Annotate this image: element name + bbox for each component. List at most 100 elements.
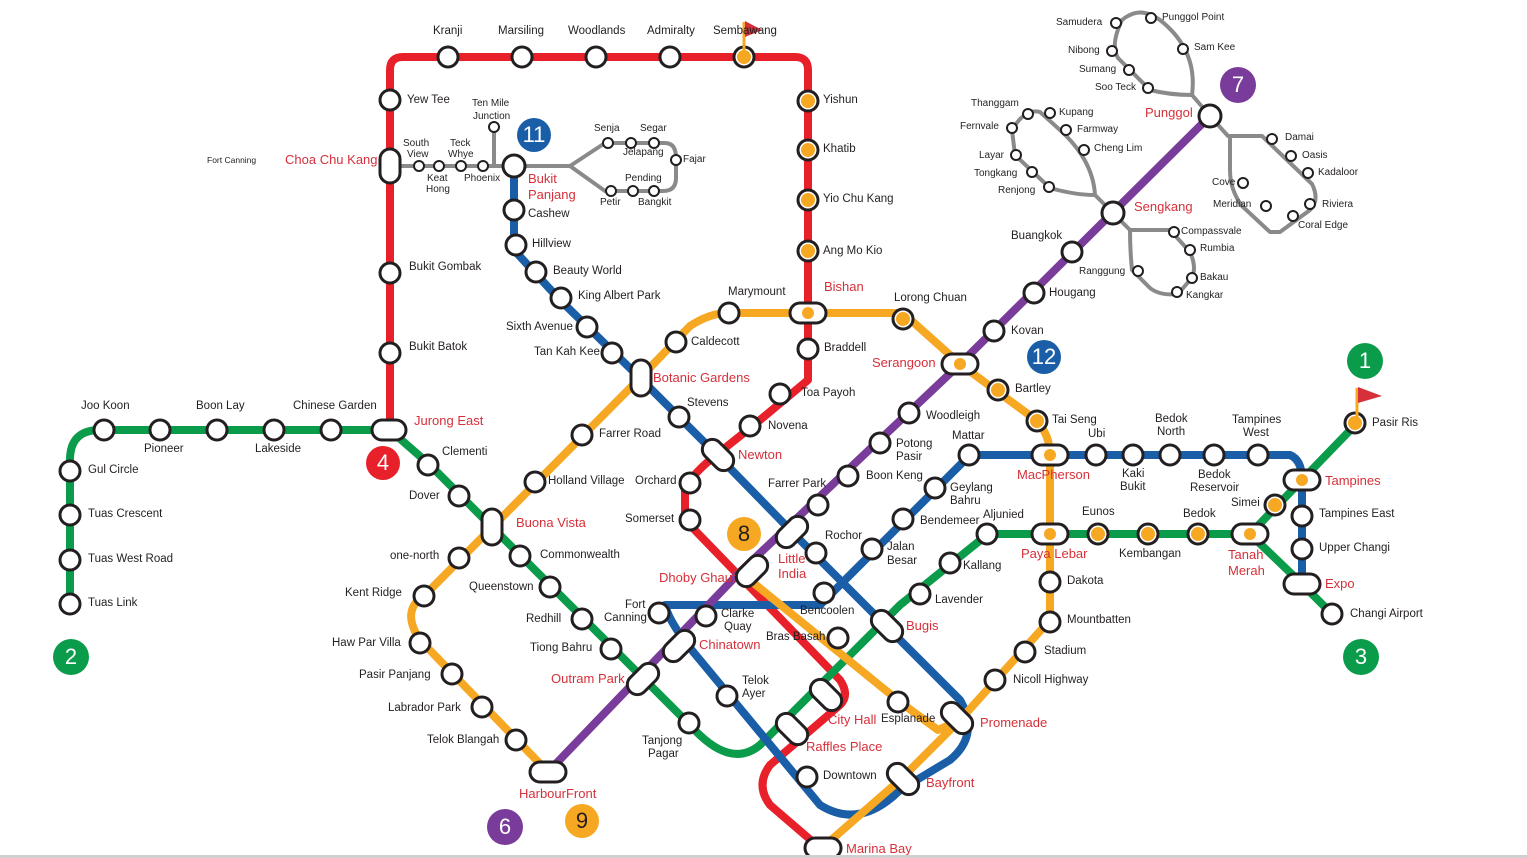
station-label-gul-circle[interactable]: Gul Circle <box>88 464 139 476</box>
station-label-bedok-north[interactable]: Bedok <box>1155 413 1188 425</box>
station-label-tai-seng[interactable]: Tai Seng <box>1052 414 1097 426</box>
station-label-kangkar[interactable]: Kangkar <box>1186 290 1224 301</box>
station-label-tanjong-pagar[interactable]: Tanjong <box>642 735 683 747</box>
station-label-buona-vista[interactable]: Buona Vista <box>516 515 586 530</box>
station-label-lakeside[interactable]: Lakeside <box>255 443 302 455</box>
station-label-bedok-north-2[interactable]: North <box>1157 426 1186 438</box>
station-label-kadaloor[interactable]: Kadaloor <box>1318 167 1359 178</box>
station-label-keat-hong[interactable]: Keat <box>427 173 448 184</box>
station-label-bedok[interactable]: Bedok <box>1183 508 1216 520</box>
station-label-kovan[interactable]: Kovan <box>1011 325 1044 337</box>
station-label-renjong[interactable]: Renjong <box>998 185 1036 196</box>
station-label-beauty-world[interactable]: Beauty World <box>553 265 622 277</box>
station-label-ranggung[interactable]: Ranggung <box>1079 266 1126 277</box>
station-label-clarke-quay[interactable]: Clarke <box>721 608 755 620</box>
station-label-bugis[interactable]: Bugis <box>906 618 939 633</box>
station-label-farmway[interactable]: Farmway <box>1077 124 1119 135</box>
station-label-bedok-reservoir[interactable]: Bedok <box>1198 469 1231 481</box>
station-label-bendemeer[interactable]: Bendemeer <box>920 515 980 527</box>
station-label-yio-chu-kang[interactable]: Yio Chu Kang <box>823 193 894 205</box>
station-label-keat-hong-2[interactable]: Hong <box>426 184 450 195</box>
station-label-kranji[interactable]: Kranji <box>433 25 463 37</box>
station-label-sixth-avenue[interactable]: Sixth Avenue <box>506 321 573 333</box>
station-label-simei[interactable]: Simei <box>1231 497 1260 509</box>
station-label-punggol[interactable]: Punggol <box>1145 105 1193 120</box>
station-label-layar[interactable]: Layar <box>979 150 1005 161</box>
station-label-marina-bay[interactable]: Marina Bay <box>846 841 912 856</box>
station-label-expo[interactable]: Expo <box>1325 576 1355 591</box>
station-label-orchard[interactable]: Orchard <box>635 475 677 487</box>
station-label-bakau[interactable]: Bakau <box>1200 272 1229 283</box>
station-label-rumbia[interactable]: Rumbia <box>1200 243 1235 254</box>
station-label-nicoll-highway[interactable]: Nicoll Highway <box>1013 674 1089 686</box>
station-label-sumang[interactable]: Sumang <box>1079 64 1117 75</box>
station-label-bartley[interactable]: Bartley <box>1015 383 1051 395</box>
station-label-dakota[interactable]: Dakota <box>1067 575 1104 587</box>
station-label-meridian[interactable]: Meridian <box>1213 199 1252 210</box>
station-label-potong-pasir-2[interactable]: Pasir <box>896 451 923 463</box>
station-label-holland-village[interactable]: Holland Village <box>548 475 625 487</box>
station-label-upper-changi[interactable]: Upper Changi <box>1319 542 1390 554</box>
station-label-kallang[interactable]: Kallang <box>963 560 1002 572</box>
station-label-telok-ayer-2[interactable]: Ayer <box>742 688 766 700</box>
station-label-coral-edge[interactable]: Coral Edge <box>1298 220 1349 231</box>
station-label-tampines[interactable]: Tampines <box>1325 473 1381 488</box>
station-label-ang-mo-kio[interactable]: Ang Mo Kio <box>823 245 883 257</box>
station-label-marymount[interactable]: Marymount <box>728 286 786 298</box>
station-label-botanic-gardens[interactable]: Botanic Gardens <box>653 370 750 385</box>
station-label-tuas-link[interactable]: Tuas Link <box>88 597 138 609</box>
station-label-teck-whye-2[interactable]: Whye <box>448 149 474 160</box>
station-label-kembangan[interactable]: Kembangan <box>1119 548 1182 560</box>
station-label-macpherson[interactable]: MacPherson <box>1017 467 1090 482</box>
station-label-woodleigh[interactable]: Woodleigh <box>926 410 981 422</box>
station-label-eunos[interactable]: Eunos <box>1082 506 1115 518</box>
station-label-jalan-besar-2[interactable]: Besar <box>887 555 918 567</box>
station-label-haw-par-villa[interactable]: Haw Par Villa <box>332 637 401 649</box>
station-label-tanah-merah-2[interactable]: Merah <box>1228 563 1265 578</box>
station-label-boon-keng[interactable]: Boon Keng <box>866 470 923 482</box>
station-label-bukit-panjang[interactable]: Bukit <box>528 171 557 186</box>
station-label-braddell[interactable]: Braddell <box>824 342 867 354</box>
station-label-toa-payoh[interactable]: Toa Payoh <box>801 387 856 399</box>
station-label-admiralty[interactable]: Admiralty <box>647 25 695 37</box>
station-label-dover[interactable]: Dover <box>409 490 440 502</box>
station-label-sengkang[interactable]: Sengkang <box>1134 199 1193 214</box>
station-label-redhill[interactable]: Redhill <box>526 613 562 625</box>
station-label-telok-blangah[interactable]: Telok Blangah <box>427 734 500 746</box>
station-label-rochor[interactable]: Rochor <box>825 530 863 542</box>
station-label-stadium[interactable]: Stadium <box>1044 645 1087 657</box>
station-label-caldecott[interactable]: Caldecott <box>691 336 740 348</box>
station-label-soo-teck[interactable]: Soo Teck <box>1095 82 1136 93</box>
station-label-ubi[interactable]: Ubi <box>1088 428 1106 440</box>
station-label-geylang-bahru[interactable]: Geylang <box>950 482 993 494</box>
station-label-khatib[interactable]: Khatib <box>823 143 856 155</box>
station-label-mountbatten[interactable]: Mountbatten <box>1067 614 1131 626</box>
station-label-bukit-gombak[interactable]: Bukit Gombak <box>409 261 482 273</box>
station-label-king-albert-park[interactable]: King Albert Park <box>578 290 661 302</box>
station-label-potong-pasir[interactable]: Potong <box>896 438 933 450</box>
station-label-choa-chu-kang[interactable]: Choa Chu Kang <box>285 152 378 167</box>
station-label-mattar[interactable]: Mattar <box>952 430 985 442</box>
station-label-little-india-2[interactable]: India <box>778 566 807 581</box>
station-label-downtown[interactable]: Downtown <box>823 770 877 782</box>
station-label-bishan[interactable]: Bishan <box>824 279 864 294</box>
station-label-thanggam[interactable]: Thanggam <box>971 98 1019 109</box>
station-label-teck-whye[interactable]: Teck <box>450 138 471 149</box>
station-label-pioneer[interactable]: Pioneer <box>144 443 184 455</box>
station-label-fort-canning[interactable]: Fort <box>625 599 646 611</box>
station-label-geylang-bahru-2[interactable]: Bahru <box>950 495 981 507</box>
station-label-bras-basah[interactable]: Bras Basah <box>766 631 826 643</box>
station-label-chinatown[interactable]: Chinatown <box>699 637 761 652</box>
station-label-kupang[interactable]: Kupang <box>1059 107 1094 118</box>
station-label-tan-kah-kee[interactable]: Tan Kah Kee <box>534 346 600 358</box>
station-label-cashew[interactable]: Cashew <box>528 208 570 220</box>
station-label-tuas-west-road[interactable]: Tuas West Road <box>88 553 174 565</box>
station-label-segar[interactable]: Segar <box>640 123 667 134</box>
station-label-stevens[interactable]: Stevens <box>687 397 729 409</box>
station-label-commonwealth[interactable]: Commonwealth <box>540 549 620 561</box>
station-label-lorong-chuan[interactable]: Lorong Chuan <box>894 292 967 304</box>
station-label-tanah-merah[interactable]: Tanah <box>1228 547 1264 562</box>
station-label-clarke-quay-2[interactable]: Quay <box>724 621 752 633</box>
station-label-farrer-road[interactable]: Farrer Road <box>599 428 661 440</box>
station-label-petir[interactable]: Petir <box>600 197 621 208</box>
